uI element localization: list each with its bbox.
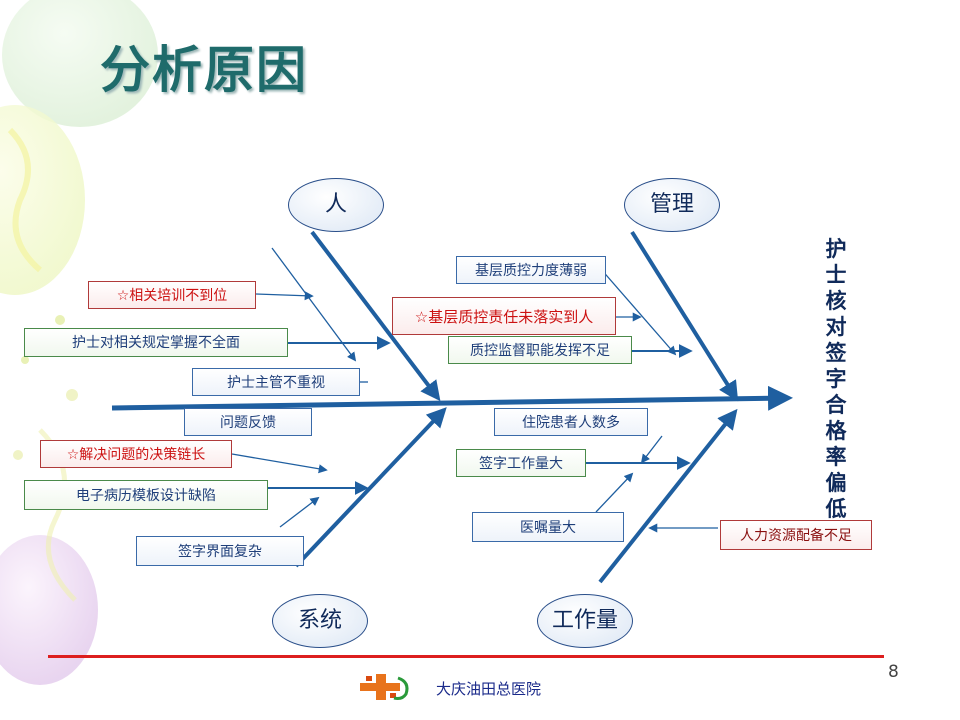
sub-arrow bbox=[640, 435, 663, 464]
cause-box: 签字界面复杂 bbox=[136, 536, 304, 566]
cause-box: 基层质控力度薄弱 bbox=[456, 256, 606, 284]
hospital-logo bbox=[360, 674, 409, 700]
sub-arrow bbox=[271, 247, 357, 362]
page-number: 8 bbox=[888, 662, 899, 682]
cause-box: 签字工作量大 bbox=[456, 449, 586, 477]
cause-box: ☆基层质控责任未落实到人 bbox=[392, 297, 616, 335]
sub-arrow bbox=[279, 496, 320, 528]
slide-title: 分析原因 bbox=[100, 41, 308, 99]
cause-box: ☆相关培训不到位 bbox=[88, 281, 256, 309]
sub-arrow bbox=[255, 291, 314, 301]
bone-system bbox=[294, 407, 447, 568]
cause-box: 住院患者人数多 bbox=[494, 408, 648, 436]
category-management: 管理 bbox=[624, 178, 720, 232]
spine-arrow bbox=[111, 385, 793, 411]
category-people: 人 bbox=[288, 178, 384, 232]
bone-people bbox=[310, 230, 441, 402]
cause-box: 护士对相关规定掌握不全面 bbox=[24, 328, 288, 357]
effect-label: 护士核对签字合格率偏低 bbox=[825, 236, 847, 521]
category-system: 系统 bbox=[272, 594, 368, 648]
footer-divider bbox=[48, 655, 884, 658]
sub-arrow bbox=[595, 472, 634, 513]
sub-arrow bbox=[599, 267, 677, 356]
cause-box: 医嘱量大 bbox=[472, 512, 624, 542]
cause-box: 人力资源配备不足 bbox=[720, 520, 872, 550]
bone-workload bbox=[598, 408, 738, 584]
cause-box: 护士主管不重视 bbox=[192, 368, 360, 396]
cause-box: ☆解决问题的决策链长 bbox=[40, 440, 232, 468]
cause-box: 问题反馈 bbox=[184, 408, 312, 436]
sub-arrow bbox=[231, 453, 328, 474]
hospital-name: 大庆油田总医院 bbox=[436, 680, 542, 698]
cause-box: 质控监督职能发挥不足 bbox=[448, 336, 632, 364]
cause-box: 电子病历模板设计缺陷 bbox=[24, 480, 268, 510]
category-workload: 工作量 bbox=[537, 594, 633, 648]
bone-management bbox=[630, 230, 739, 402]
